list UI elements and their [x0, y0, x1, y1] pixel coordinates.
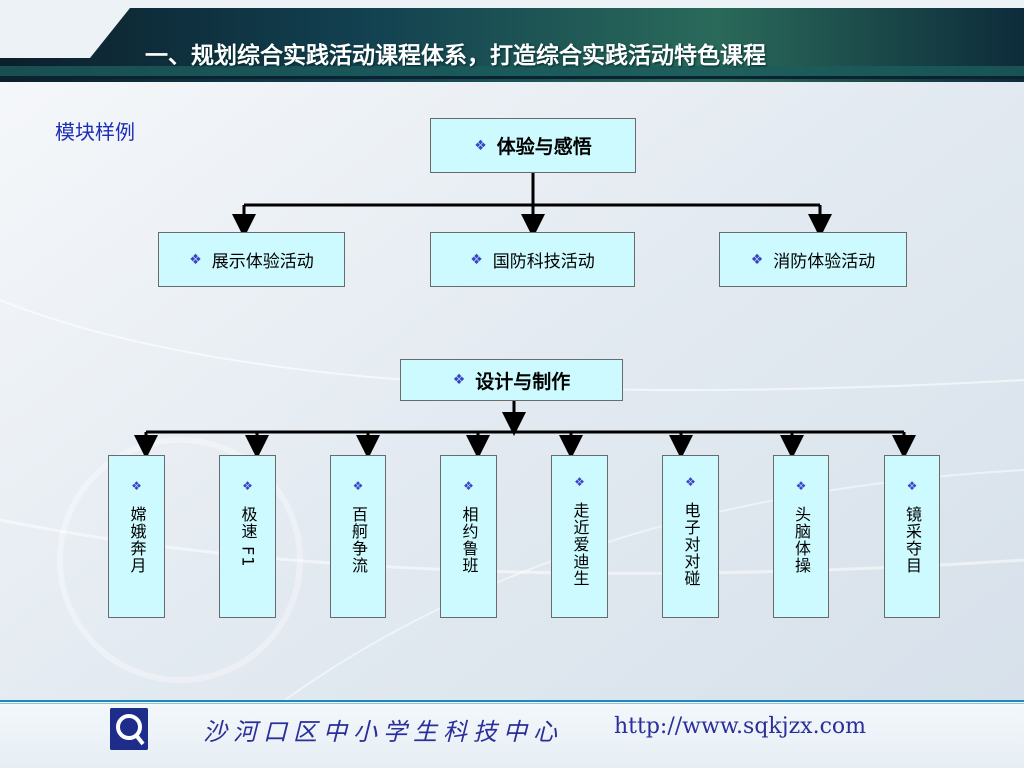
node-mirror: ❖ 镜采夺目	[884, 455, 940, 618]
node-fire-experience: ❖ 消防体验活动	[719, 232, 907, 287]
diamond-bullet-icon: ❖	[470, 251, 483, 268]
node-label: 走近爱迪生	[570, 502, 590, 587]
node-boat-race: ❖ 百舸争流	[330, 455, 386, 618]
node-label: 极速 F1	[238, 506, 258, 568]
diamond-bullet-icon: ❖	[750, 251, 764, 268]
node-label: 消防体验活动	[773, 252, 876, 272]
header-band	[0, 0, 1024, 82]
root-node-design: ❖ 设计与制作	[400, 359, 623, 401]
diamond-bullet-icon: ❖	[242, 479, 253, 493]
node-label: 镜采夺目	[903, 506, 922, 574]
node-label: 国防科技活动	[492, 252, 595, 272]
node-brain-exercise: ❖ 头脑体操	[773, 455, 829, 618]
diamond-bullet-icon: ❖	[906, 479, 918, 493]
node-electronic-match: ❖ 电子对对碰	[662, 455, 719, 618]
node-speed-f1: ❖ 极速 F1	[219, 455, 276, 618]
page-title: 一、规划综合实践活动课程体系，打造综合实践活动特色课程	[145, 43, 766, 69]
diamond-bullet-icon: ❖	[131, 479, 142, 493]
diamond-bullet-icon: ❖	[574, 475, 585, 489]
diamond-bullet-icon: ❖	[189, 251, 202, 268]
diamond-bullet-icon: ❖	[452, 372, 466, 388]
module-label: 模块样例	[55, 120, 135, 144]
node-label: 相约鲁班	[459, 506, 479, 574]
diamond-bullet-icon: ❖	[795, 479, 807, 493]
node-label: 设计与制作	[475, 370, 571, 393]
node-meet-luban: ❖ 相约鲁班	[440, 455, 497, 618]
node-label: 电子对对碰	[681, 502, 701, 587]
node-defense-technology: ❖ 国防科技活动	[430, 232, 635, 287]
diamond-bullet-icon: ❖	[352, 479, 364, 493]
node-label: 头脑体操	[792, 506, 811, 574]
node-label: 体验与感悟	[496, 136, 592, 158]
node-edison: ❖ 走近爱迪生	[551, 455, 608, 618]
diamond-bullet-icon: ❖	[474, 137, 487, 154]
node-exhibition-experience: ❖ 展示体验活动	[158, 232, 345, 287]
root-node-experience: ❖ 体验与感悟	[430, 118, 636, 173]
node-label: 嫦娥奔月	[127, 506, 147, 574]
website-link[interactable]: http://www.sqkjzx.com	[614, 714, 866, 739]
footer-band	[0, 700, 1024, 768]
node-change-moon: ❖ 嫦娥奔月	[108, 455, 165, 618]
diamond-bullet-icon: ❖	[463, 479, 474, 493]
node-label: 百舸争流	[349, 506, 368, 574]
diamond-bullet-icon: ❖	[685, 475, 696, 489]
organization-name: 沙河口区中小学生科技中心	[203, 718, 563, 746]
node-label: 展示体验活动	[211, 252, 314, 272]
footer-divider	[0, 700, 1024, 704]
search-logo-icon	[110, 708, 148, 750]
